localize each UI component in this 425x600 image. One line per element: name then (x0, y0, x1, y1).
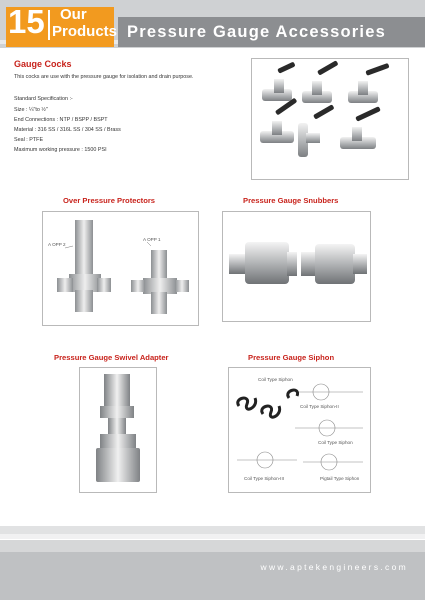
website-link[interactable]: www.aptekengineers.com (260, 562, 408, 572)
pigtail-siphon-label: Pigtail Type Siphon (320, 476, 360, 481)
spec-size: Size : ¼"to ½" (14, 107, 48, 113)
swivel-illustration (96, 374, 140, 482)
spec-heading: Standard Specification :- (14, 96, 73, 102)
snubbers-photo (222, 211, 371, 322)
gauge-cocks-title: Gauge Cocks (14, 59, 72, 69)
swivel-title: Pressure Gauge Swivel Adapter (54, 353, 169, 362)
opp1-label: A OPP 1 (143, 237, 161, 242)
page-title: Pressure Gauge Accessories (127, 23, 386, 41)
gauge-cocks-photo (251, 58, 409, 180)
coil-siphon-fig4-label: Coil Type Siphon-III (244, 476, 285, 481)
snubbers-illustration (229, 242, 367, 284)
coil-siphon-label: Coil Type Siphon (258, 377, 293, 382)
coil-siphon-fig3-label: Coil Type Siphon (318, 440, 353, 445)
coil-siphon-fig2-label: Coil Type Siphon-II (300, 404, 339, 409)
opp2-label: A OPP 2 (48, 242, 66, 247)
footer-stripe (0, 540, 425, 552)
over-pressure-title: Over Pressure Protectors (63, 196, 156, 205)
spec-seal: Seal : PTFE (14, 137, 44, 143)
badge-divider (48, 10, 50, 40)
badge-our-text: Our (60, 6, 87, 23)
footer-stripe-mid (0, 534, 425, 539)
page-title-box (118, 17, 425, 47)
siphon-title: Pressure Gauge Siphon (248, 353, 335, 362)
footer-background (0, 552, 425, 600)
section-number: 15 (8, 3, 45, 40)
section-badge (6, 7, 114, 47)
over-pressure-photo (42, 211, 199, 326)
spec-material: Material : 316 SS / 316L SS / 304 SS / B… (14, 127, 121, 133)
over-pressure-illustration (57, 220, 189, 314)
siphon-photo (228, 367, 371, 493)
badge-products-text: Products (52, 23, 118, 40)
gauge-cocks-description: This cocks are use with the pressure gau… (14, 74, 194, 80)
spec-pressure: Maximum working pressure : 1500 PSI (14, 147, 107, 153)
snubbers-title: Pressure Gauge Snubbers (243, 196, 339, 205)
spec-end-connections: End Connections : NTP / BSPP / BSPT (14, 117, 108, 123)
swivel-photo (79, 367, 157, 493)
siphon-illustration (236, 383, 363, 471)
footer-stripe-top (0, 526, 425, 534)
gauge-cocks-illustration (260, 61, 390, 157)
